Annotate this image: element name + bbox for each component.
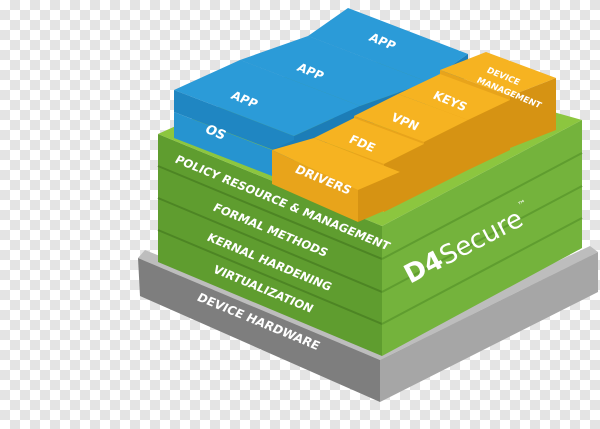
- app-block-2-top: [240, 36, 428, 106]
- device-management-top: [440, 52, 556, 96]
- vpn-side: [424, 120, 468, 192]
- base-side: [380, 252, 598, 402]
- layer-divider: [381, 152, 583, 260]
- app-block-1-front: [174, 90, 294, 158]
- app-block-3-top: [308, 8, 468, 82]
- base-front: [138, 258, 380, 402]
- drivers-side: [358, 172, 400, 222]
- keys-side: [468, 100, 510, 170]
- os-block-front: [174, 112, 272, 176]
- layer-divider: [157, 197, 383, 293]
- layer-divider: [157, 165, 383, 260]
- fde-top: [314, 118, 424, 164]
- drivers-block: DRIVERS: [272, 138, 400, 222]
- drivers-front: [272, 150, 358, 222]
- yellow-blocks: DEVICE MANAGEMENT KEYS VPN FDE: [272, 52, 556, 222]
- app-block-1-top: [174, 60, 360, 136]
- logo-tm: ™: [516, 198, 529, 211]
- vpn-top: [354, 94, 468, 142]
- layer-divider: [157, 229, 383, 325]
- drivers-top: [272, 138, 400, 190]
- keys-top: [398, 74, 510, 120]
- layer-divider: [381, 217, 583, 325]
- os-label: OS: [202, 122, 228, 143]
- layer-divider: [381, 185, 583, 293]
- device-management-front: [510, 78, 556, 148]
